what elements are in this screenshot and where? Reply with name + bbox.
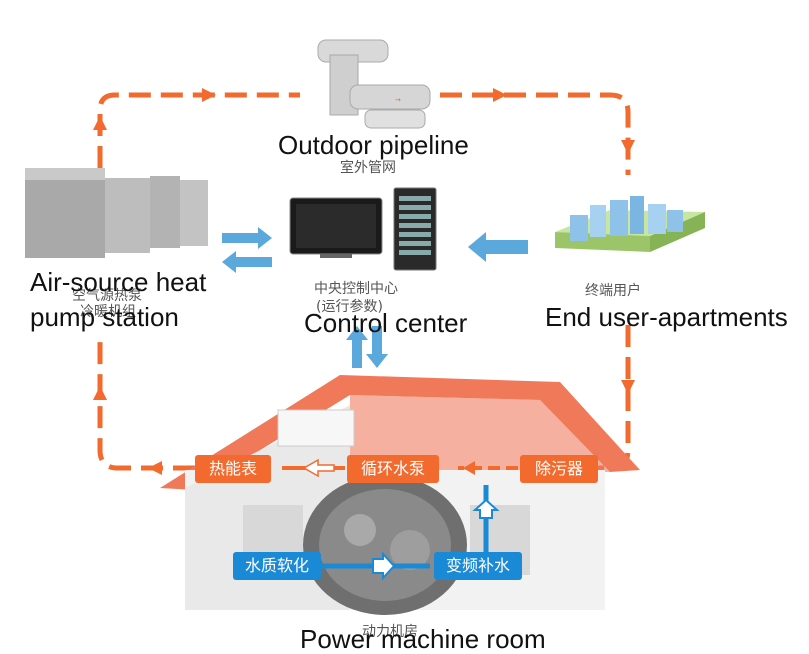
- decontaminator-box: 除污器: [520, 455, 598, 483]
- inner-flow-arrows: [282, 458, 518, 478]
- svg-text:→: →: [395, 96, 401, 104]
- variable-freq-makeup-box: 变频补水: [434, 552, 522, 580]
- outdoor-pipeline-cn-label: 室外管网: [340, 160, 396, 176]
- heat-pump-unit-icon: [25, 168, 208, 258]
- house-icon: [160, 375, 640, 615]
- power-room-cn-label: 动力机房: [362, 624, 418, 640]
- heat-pump-label-line2: pump station: [30, 302, 179, 332]
- control-to-room-arrows: [346, 326, 388, 368]
- end-user-label: End user-apartments: [545, 302, 788, 332]
- end-user-cn-label: 终端用户: [585, 283, 641, 299]
- control-center-cn-label-1: 中央控制中心: [314, 281, 398, 297]
- heat-meter-box: 热能表: [195, 455, 271, 483]
- room-flow-arrows: [372, 498, 500, 581]
- outdoor-pipeline-label: Outdoor pipeline: [278, 130, 469, 160]
- control-center-label: Control center: [304, 308, 468, 338]
- apartment-buildings-icon: [555, 196, 705, 252]
- monitor-icon: [289, 197, 383, 258]
- heat-pump-cn-label-2: 冷暖机组: [80, 304, 136, 320]
- heat-pump-label-line1: Air-source heat: [30, 267, 207, 297]
- server-rack-icon: [393, 187, 437, 271]
- control-center-cn-label-2: (运行参数): [316, 299, 383, 315]
- water-softening-box: 水质软化: [233, 552, 321, 580]
- heat-pump-cn-label-1: 空气源热泵: [72, 288, 142, 304]
- end-user-to-control-arrow: [468, 232, 528, 262]
- pipe-icon: →: [317, 39, 431, 129]
- circulation-pump-box: 循环水泵: [347, 455, 439, 483]
- flow-arrows: [93, 88, 635, 475]
- exchange-arrows-left: [222, 227, 272, 273]
- power-room-label: Power machine room: [300, 624, 546, 654]
